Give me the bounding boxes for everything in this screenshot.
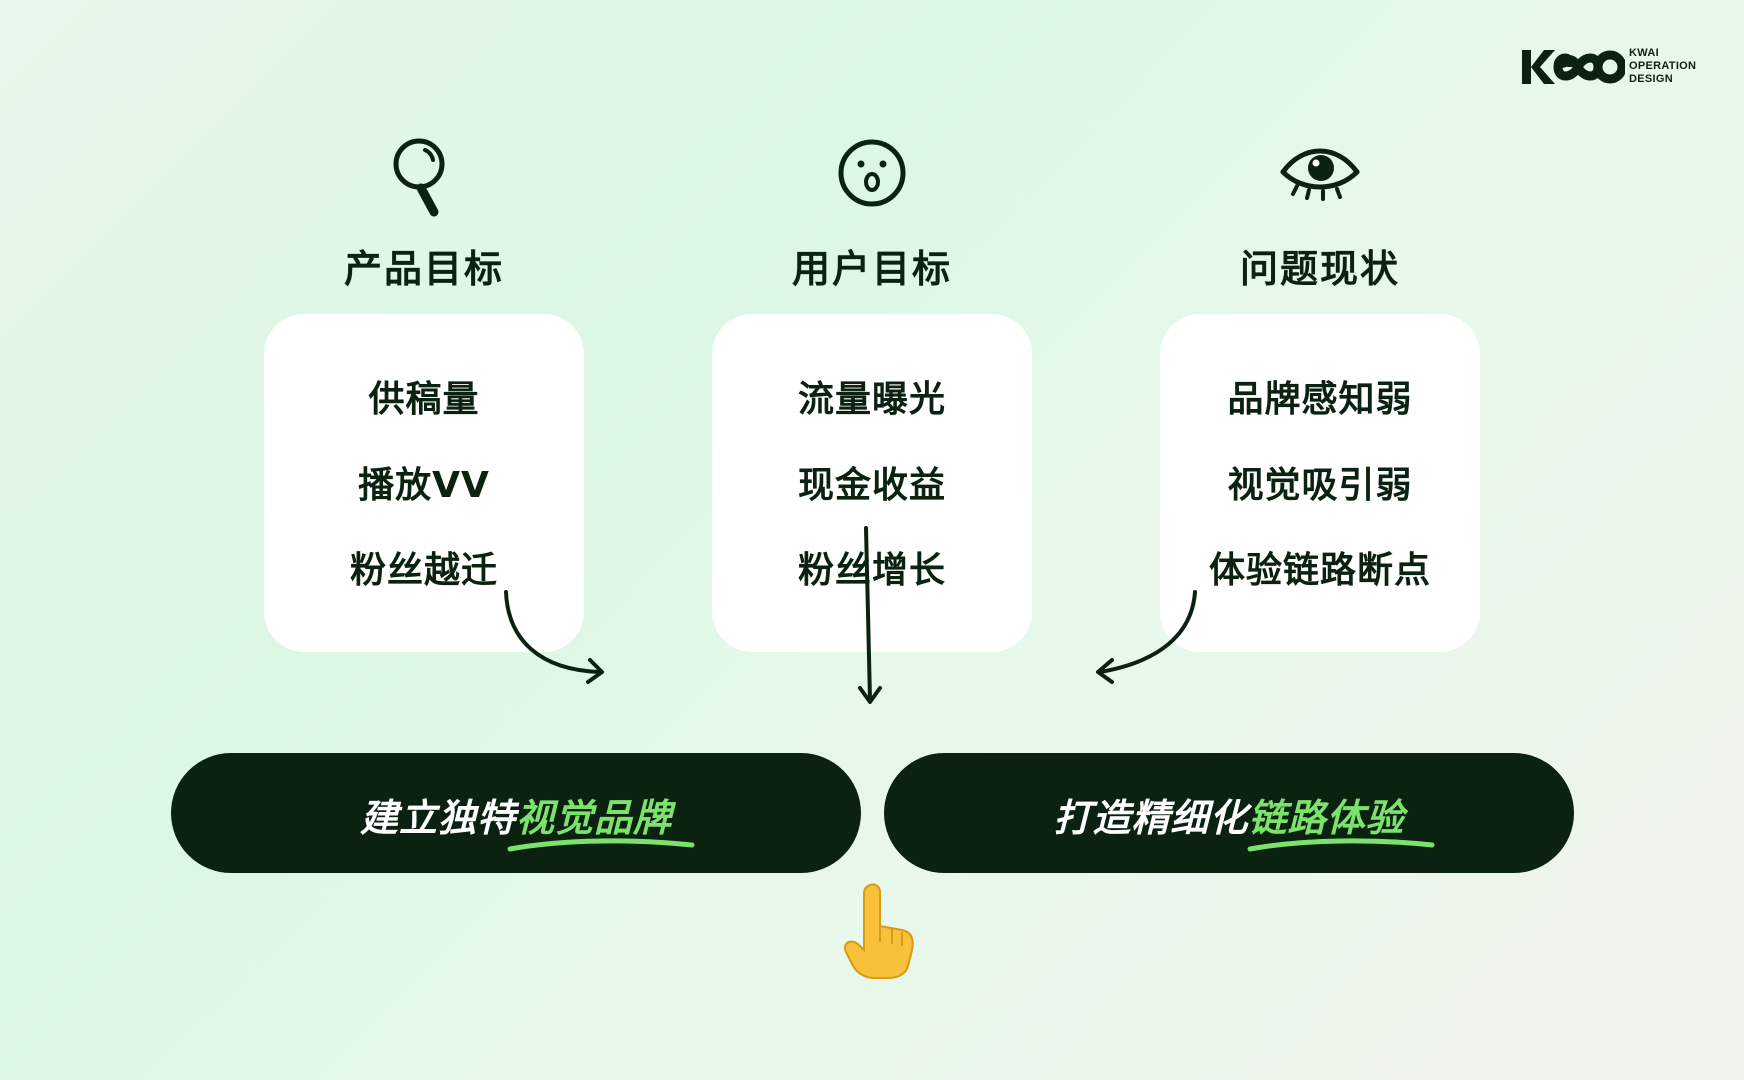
conclusion-highlight: 视觉品牌 — [516, 796, 673, 840]
conclusion-visual-brand: 建立独特视觉品牌 — [171, 753, 861, 873]
highlight-underline — [507, 838, 695, 852]
card-current-problems: 品牌感知弱 视觉吸引弱 体验链路断点 — [1160, 314, 1480, 652]
logo-line-1: KWAI — [1629, 47, 1659, 59]
highlight-underline — [1247, 838, 1435, 852]
card-user-goals: 流量曝光 现金收益 粉丝增长 — [712, 314, 1032, 652]
conclusion-prefix: 建立独特 — [359, 796, 516, 840]
card-item: 粉丝增长 — [797, 550, 946, 591]
card-item: 播放VV — [358, 465, 490, 506]
heading-product-goals: 产品目标 — [343, 247, 504, 291]
conclusion-highlight: 链路体验 — [1248, 796, 1405, 840]
heading-user-goals: 用户目标 — [791, 247, 952, 291]
card-item: 品牌感知弱 — [1227, 379, 1413, 420]
card-item: 体验链路断点 — [1208, 550, 1431, 591]
arrow-middle — [864, 526, 872, 702]
arrow-right — [1098, 590, 1197, 674]
conclusion-link-experience: 打造精细化链路体验 — [884, 753, 1574, 873]
logo-line-3: DESIGN — [1629, 73, 1673, 85]
card-product-goals: 供稿量 播放VV 粉丝越迁 — [264, 314, 584, 652]
card-item: 现金收益 — [797, 465, 946, 506]
card-item: 流量曝光 — [797, 379, 946, 420]
card-item: 供稿量 — [368, 379, 480, 420]
magnifier-icon — [379, 130, 469, 220]
kwai-operation-design-logo: KWAI OPERATION DESIGN — [1520, 44, 1700, 90]
heading-current-problems: 问题现状 — [1239, 247, 1400, 291]
card-item: 粉丝越迁 — [349, 550, 498, 591]
surprised-face-icon — [827, 130, 917, 220]
conclusion-prefix: 打造精细化 — [1053, 796, 1249, 840]
card-item: 视觉吸引弱 — [1227, 465, 1413, 506]
eye-icon — [1275, 130, 1365, 220]
pointing-hand-icon — [840, 880, 920, 980]
arrow-left — [504, 590, 602, 674]
logo-line-2: OPERATION — [1629, 60, 1697, 72]
koo-logo-mark — [1522, 50, 1625, 84]
